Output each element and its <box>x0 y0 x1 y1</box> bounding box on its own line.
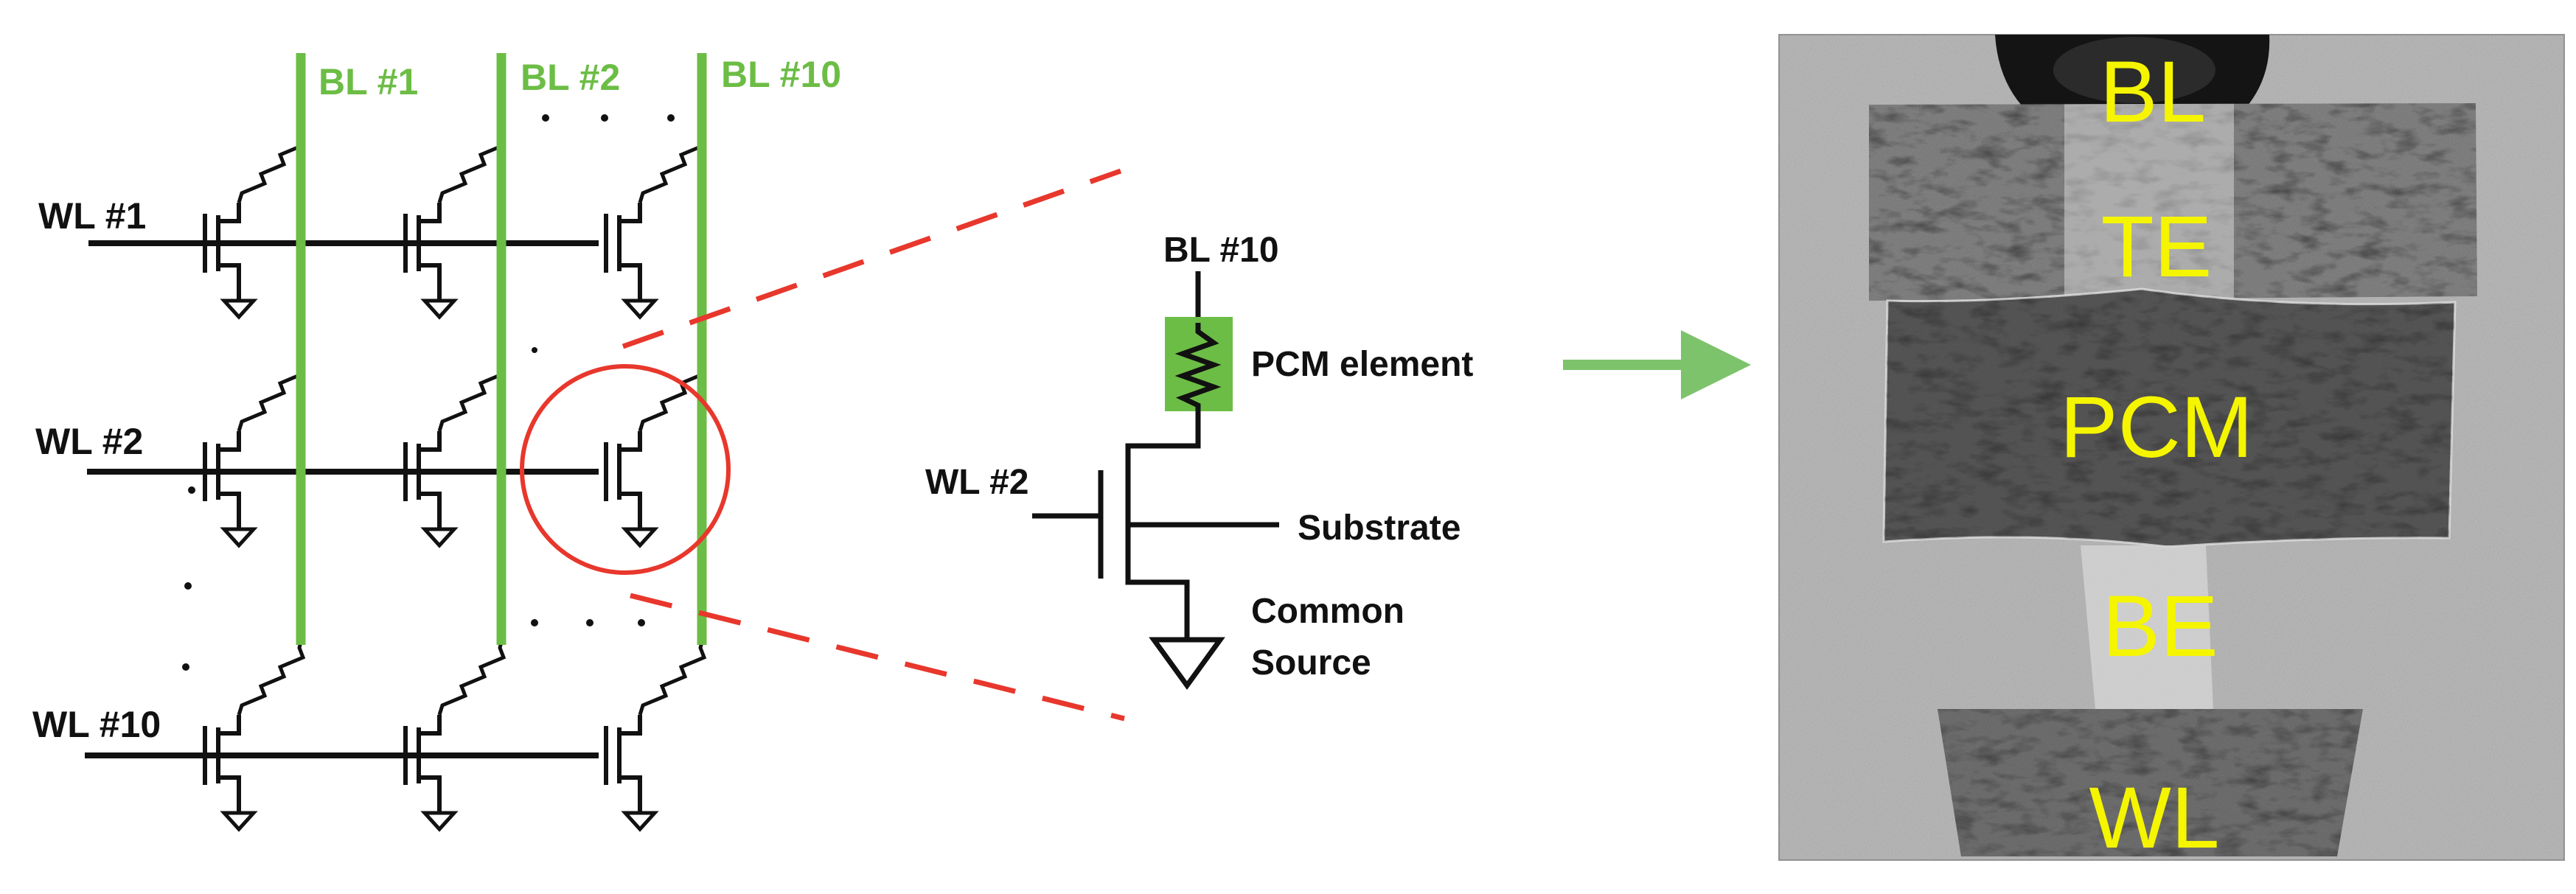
pcm-resistor <box>1174 323 1222 411</box>
zoom-line-bottom <box>630 593 1125 722</box>
ground-icon <box>220 527 258 548</box>
common-source-label-1: Common <box>1251 592 1404 631</box>
tem-label-be: BE <box>2102 578 2218 675</box>
ground-symbol <box>1149 637 1225 690</box>
cell-drain <box>419 715 442 736</box>
cell-drain <box>419 431 442 452</box>
ground-icon <box>420 811 459 832</box>
substrate-label: Substrate <box>1298 509 1461 548</box>
cell-source <box>218 775 241 813</box>
cell-resistor <box>237 641 306 716</box>
arrow-icon <box>1563 330 1751 399</box>
ground-icon <box>420 298 459 320</box>
pcm-element-label: PCM element <box>1251 345 1473 384</box>
bitline-1-label: BL #1 <box>318 61 418 102</box>
cell-drain <box>419 203 442 223</box>
ground-icon <box>621 811 659 832</box>
wordline-2-label: WL #2 <box>35 421 143 462</box>
cell-resistor <box>638 129 707 203</box>
cell-resistor <box>237 129 306 203</box>
tem-label-pcm: PCM <box>2060 379 2253 476</box>
schematic-labels: BL #10 PCM element WL #2 Substrate Commo… <box>925 231 1473 682</box>
cell-resistor <box>437 357 507 432</box>
column-ellipsis <box>531 114 675 626</box>
cell-resistor <box>437 641 507 716</box>
row-ellipsis <box>182 486 195 671</box>
ground-icon <box>420 527 459 548</box>
cell-resistor <box>237 357 306 432</box>
tem-image: BL TE PCM BE WL <box>1778 34 2565 867</box>
cell-drain <box>218 715 241 736</box>
cell-drain <box>218 431 241 452</box>
tem-label-wl: WL <box>2089 769 2220 867</box>
cell-source <box>419 492 442 529</box>
pcm-array: BL #1 BL #2 BL #10 WL #1 WL #2 WL #10 <box>32 53 841 832</box>
tem-label-te: TE <box>2101 198 2213 296</box>
common-source-label-2: Source <box>1251 643 1371 682</box>
schematic-wordline-label: WL #2 <box>925 463 1028 502</box>
cell-source <box>619 263 642 301</box>
cell-source <box>619 492 642 529</box>
cell-drain <box>218 203 241 223</box>
zoom-line-top <box>622 168 1122 349</box>
bitline-2-label: BL #2 <box>521 57 620 98</box>
wordline-1-label: WL #1 <box>38 195 146 237</box>
ground-icon <box>220 298 258 320</box>
cell-source <box>419 263 442 301</box>
ground-icon <box>621 527 659 548</box>
cell-drain <box>619 715 642 736</box>
ground-icon <box>621 298 659 320</box>
wordline-10-label: WL #10 <box>32 704 161 745</box>
ground-icon <box>220 811 258 832</box>
cell-drain <box>619 203 642 223</box>
cell-resistor <box>638 641 707 716</box>
cell-grid <box>85 129 707 832</box>
cell-source <box>619 775 642 813</box>
cell-schematic <box>1032 271 1279 690</box>
cell-source <box>218 492 241 529</box>
tem-label-bl: BL <box>2100 43 2206 141</box>
cell-source <box>218 263 241 301</box>
tem-be-layer <box>2081 545 2213 709</box>
cell-resistor <box>437 129 507 203</box>
cell-source <box>419 775 442 813</box>
schematic-bitline-label: BL #10 <box>1163 231 1279 270</box>
highlight-circle <box>520 364 731 575</box>
cell-drain <box>619 431 642 452</box>
bitline-10-label: BL #10 <box>721 54 841 95</box>
